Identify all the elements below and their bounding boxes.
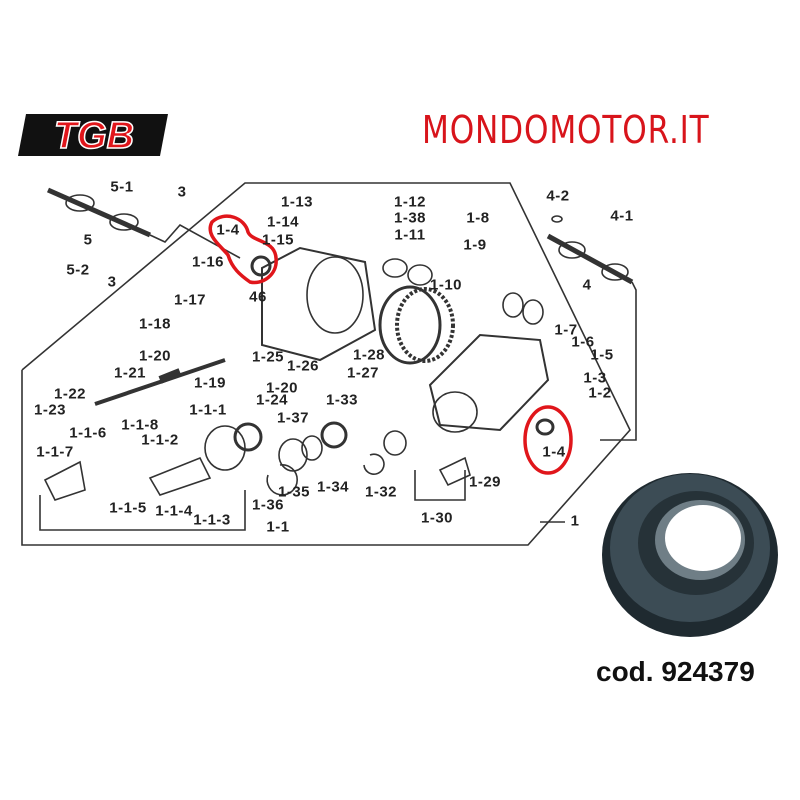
part-label: 1-9	[463, 236, 487, 254]
part-label: 1-6	[571, 333, 595, 351]
part-label: 1-5	[590, 346, 614, 364]
part-label: 1-36	[251, 496, 285, 514]
part-label: 1-1-4	[155, 502, 193, 520]
part-label: 1-38	[393, 209, 427, 227]
part-label: 1-7	[554, 321, 578, 339]
rear-housing	[428, 333, 550, 432]
part-label: 1-1-6	[69, 424, 107, 442]
part-label: 1-27	[346, 364, 380, 382]
part-label: 3	[107, 273, 117, 291]
part-label: 1-1-5	[109, 499, 147, 517]
part-label: 1-13	[280, 193, 314, 211]
part-label: 1-12	[393, 193, 427, 211]
part-label: 1-22	[53, 385, 87, 403]
part-label: 5-1	[110, 178, 134, 196]
part-label: 1	[570, 512, 580, 530]
part-label: 1-21	[113, 364, 147, 382]
part-label: 1-33	[325, 391, 359, 409]
part-label: 1-23	[33, 401, 67, 419]
assembly-frame	[21, 182, 631, 546]
product-code: cod. 924379	[596, 656, 755, 687]
highlight-seal-right	[523, 405, 573, 475]
part-label: 1-1-2	[141, 431, 179, 449]
part-label: 1-1-8	[121, 416, 159, 434]
part-label: 1-18	[138, 315, 172, 333]
svg-text:TGB: TGB	[54, 115, 134, 157]
part-label: 1-4	[542, 443, 566, 461]
drive-shaft-left	[46, 187, 152, 238]
highlight-seal-left	[208, 214, 278, 285]
part-label: 1-16	[191, 253, 225, 271]
oil-seal-photo	[602, 473, 778, 637]
part-label: 1-19	[193, 374, 227, 392]
part-label: 5	[83, 231, 93, 249]
part-label: 1-20	[138, 347, 172, 365]
tgb-logo: TGB	[18, 114, 168, 158]
part-label: 46	[249, 288, 267, 306]
part-label: 1-4	[216, 221, 240, 239]
part-label: 1-35	[277, 483, 311, 501]
part-label: 4	[582, 276, 592, 294]
part-label: 1-25	[251, 348, 285, 366]
part-label: 1-32	[364, 483, 398, 501]
part-label: 4-2	[546, 187, 570, 205]
part-label: 1-24	[255, 391, 289, 409]
part-label: 1-3	[583, 369, 607, 387]
part-label: 3	[177, 183, 187, 201]
part-label: 1-14	[266, 213, 300, 231]
part-label: 1-1-7	[36, 443, 74, 461]
part-label: 5-2	[66, 261, 90, 279]
part-label: 1-34	[316, 478, 350, 496]
part-label: 1-1-3	[193, 511, 231, 529]
part-label: 1-1	[266, 518, 290, 536]
front-housing	[261, 246, 377, 362]
part-label: 1-28	[352, 346, 386, 364]
part-label: 1-20	[265, 379, 299, 397]
drive-shaft-right	[546, 233, 634, 285]
part-label: 1-17	[173, 291, 207, 309]
part-label: 4-1	[610, 207, 634, 225]
part-label: 1-15	[261, 231, 295, 249]
part-label: 1-10	[429, 276, 463, 294]
part-label: 1-37	[276, 409, 310, 427]
part-label: 1-29	[468, 473, 502, 491]
brand-name: MONDOMOTOR.IT	[422, 108, 710, 152]
part-label: 1-2	[588, 384, 612, 402]
part-label: 1-1-1	[189, 401, 227, 419]
part-label: 1-30	[420, 509, 454, 527]
part-label: 1-11	[394, 226, 426, 244]
part-label: 1-26	[286, 357, 320, 375]
part-label: 1-8	[466, 209, 490, 227]
